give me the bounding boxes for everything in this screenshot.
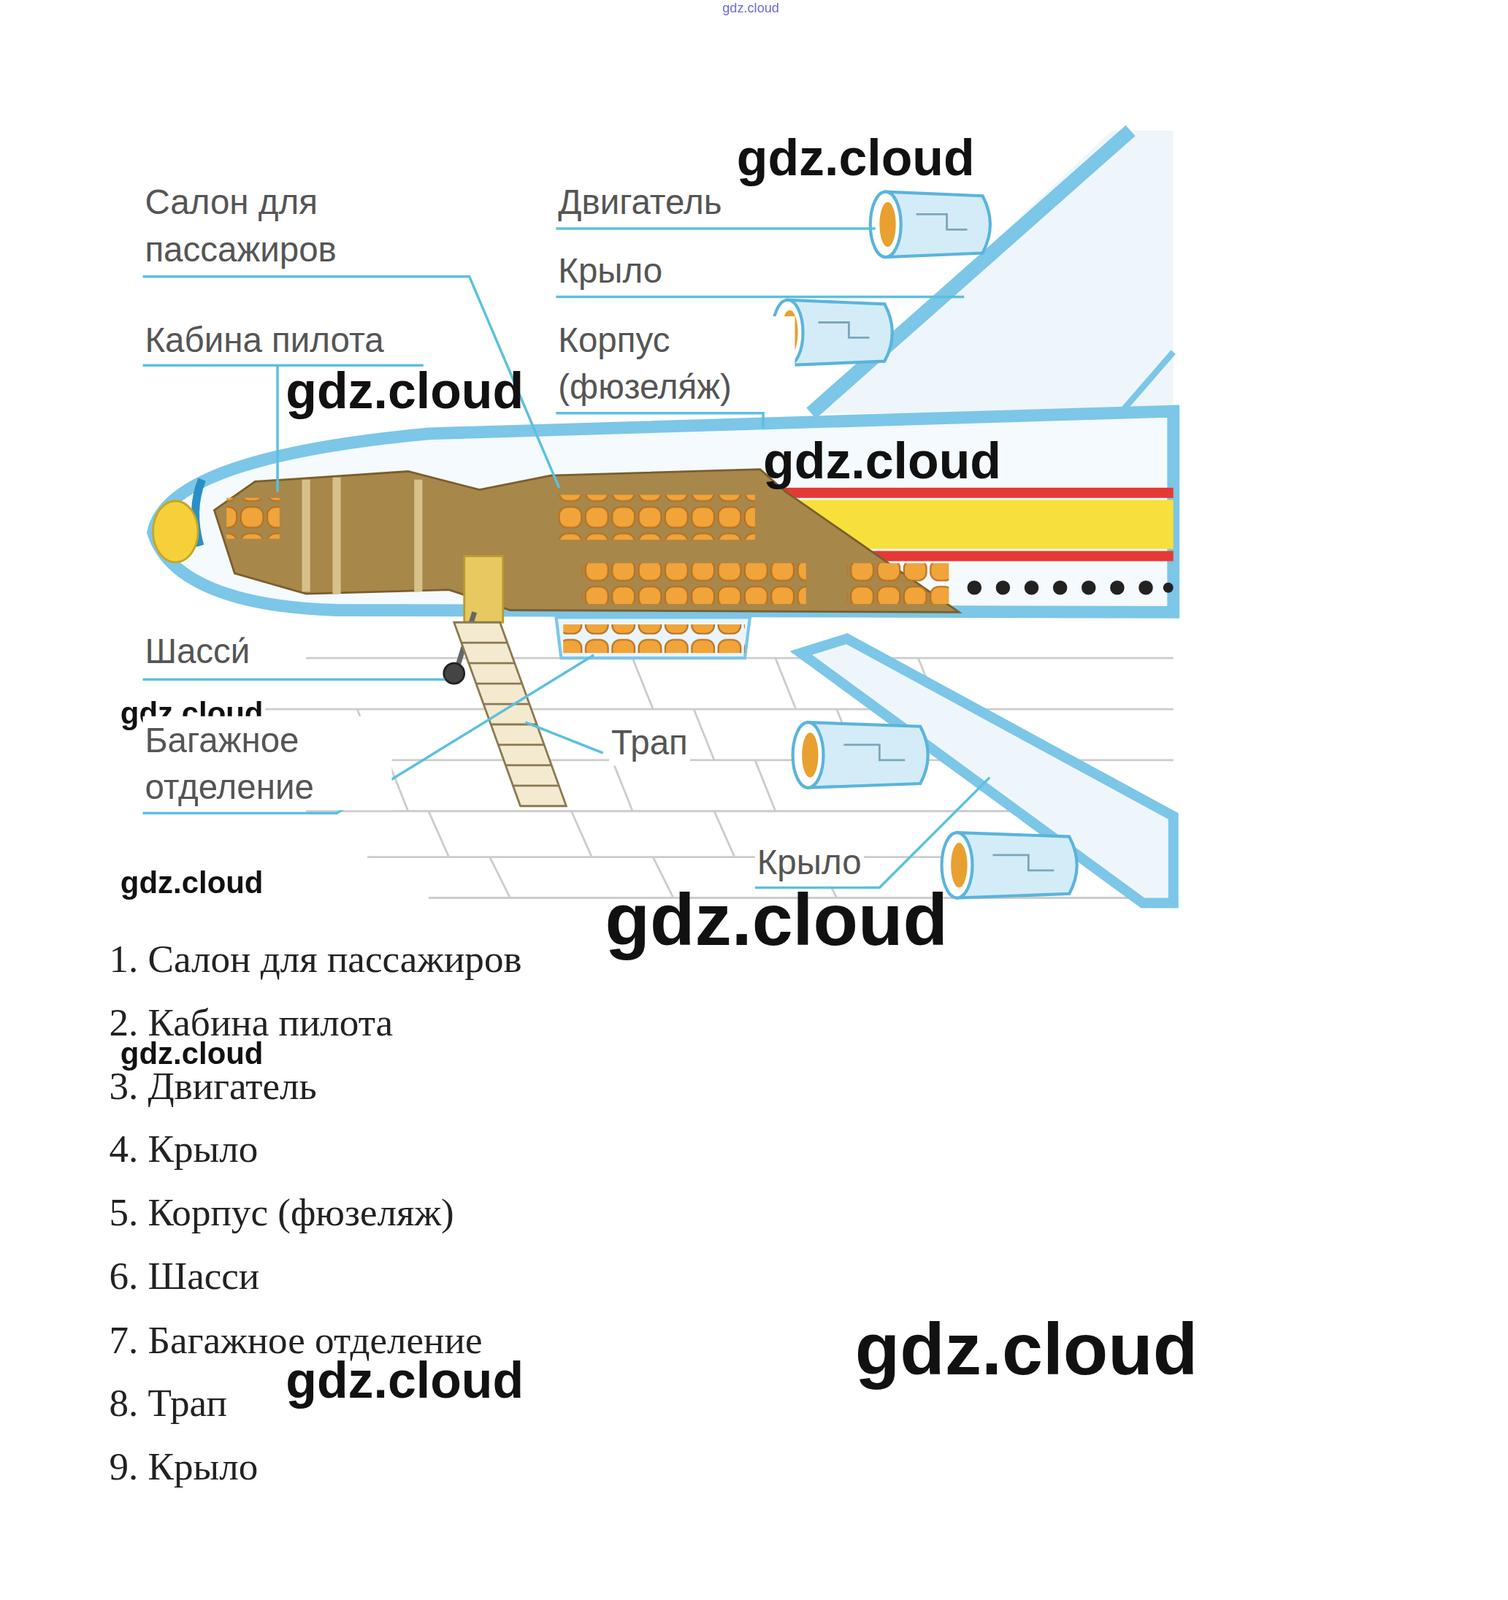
- seat-rows: [847, 563, 950, 604]
- baggage-hold: [555, 617, 750, 658]
- part-label: Кабина пилота: [143, 316, 387, 363]
- list-item: 6. Шасси: [108, 1253, 260, 1298]
- list-item: 5. Корпус (фюзеляж): [108, 1189, 454, 1235]
- landing-gear: [464, 555, 504, 623]
- watermark: gdz.cloud: [736, 130, 975, 187]
- part-label: Трап: [609, 718, 691, 766]
- part-label: Салон для пассажиров: [143, 178, 485, 274]
- watermark: gdz.cloud: [855, 1309, 1198, 1391]
- wing-edge: [1120, 351, 1174, 414]
- frame-ribs: [305, 477, 419, 594]
- watermark: gdz.cloud: [763, 433, 1002, 491]
- watermark: gdz.cloud: [605, 879, 948, 961]
- watermark: gdz.cloud: [285, 362, 524, 420]
- windows: [967, 580, 1174, 596]
- seat-rows: [581, 563, 806, 604]
- part-label: Багажное отделение: [143, 716, 393, 811]
- watermark: gdz.cloud: [285, 1353, 524, 1410]
- baggage: [563, 624, 745, 653]
- list-item: 3. Двигатель: [108, 1063, 317, 1108]
- engine: [793, 722, 929, 788]
- cutaway-interior: [213, 469, 959, 613]
- list-item: 4. Крыло: [108, 1126, 258, 1171]
- engine: [942, 832, 1078, 898]
- part-label: Двигатель: [555, 178, 724, 226]
- cockpit-seats: [226, 498, 280, 539]
- list-item: 1. Салон для пассажиров: [108, 936, 522, 982]
- watermark: gdz.cloud: [120, 865, 264, 899]
- list-item: 9. Крыло: [108, 1443, 258, 1489]
- leader-lines: [143, 228, 991, 889]
- list-item: 8. Трап: [108, 1380, 227, 1425]
- part-label: Крыло: [755, 838, 864, 886]
- stairs: [454, 622, 567, 806]
- watermark: gdz.cloud: [722, 0, 780, 16]
- wheel: [444, 663, 465, 684]
- engine: [870, 192, 991, 258]
- part-label: Крыло: [555, 246, 665, 294]
- fuselage: [153, 411, 1174, 612]
- part-label: Шасси́: [143, 627, 253, 675]
- part-label: Корпус (фюзеля́ж): [555, 316, 795, 411]
- nose-cone: [153, 500, 198, 563]
- seat-rows: [555, 495, 755, 540]
